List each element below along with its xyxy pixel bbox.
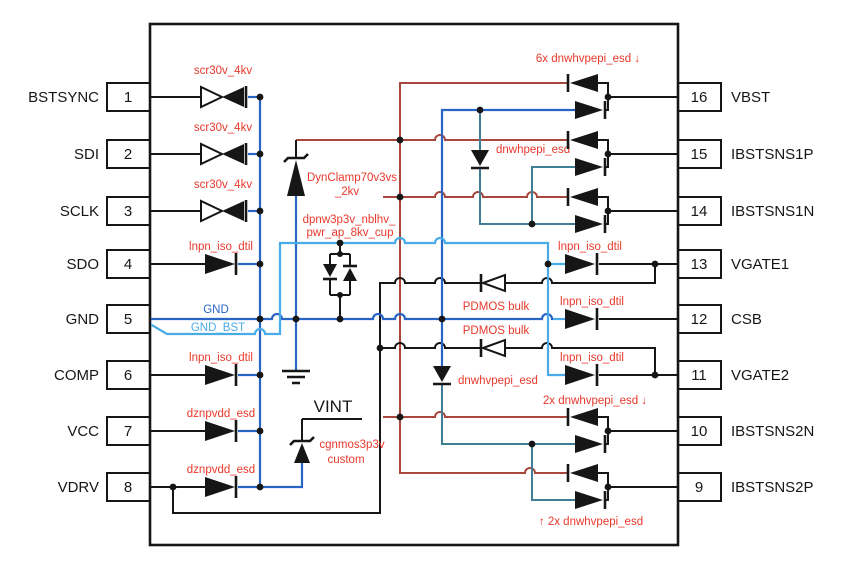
pin-label: SDO <box>66 256 99 273</box>
pin-number: 15 <box>691 146 708 163</box>
pin-label: CSB <box>731 311 762 328</box>
pin-label: IBSTSNS2N <box>731 423 814 440</box>
pin-number: 10 <box>691 423 708 440</box>
pin-6-comp: COMP 6 lnpn_iso_dtil <box>54 352 260 390</box>
dpnw-label-2: pwr_ap_8kv_cup <box>307 227 394 239</box>
pin-number: 12 <box>691 311 708 328</box>
dnwhvpepi-center-label: dnwhvpepi_esd <box>458 375 538 387</box>
gnd-bst-net-label: GND_BST <box>191 322 245 334</box>
pin-9-diode-pair: ↑ 2x dnwhvpepi_esd <box>539 464 678 528</box>
pin-14-diode-pair <box>566 188 678 233</box>
pin-label: GND <box>66 311 100 328</box>
pin-11-vgate2: 11 VGATE2 <box>677 360 789 390</box>
gnd-net-label: GND <box>203 304 229 316</box>
dpnw-label-1: dpnw3p3v_nblhv_ <box>303 214 396 226</box>
pin-14-ibstsns1n: 14 IBSTSNS1N <box>677 196 814 226</box>
junction-dots <box>169 93 659 491</box>
pin-label: VBST <box>731 89 770 106</box>
pin-15-ibstsns1p: 15 IBSTSNS1P <box>677 139 814 169</box>
pin-10-ibstsns2n: 10 IBSTSNS2N <box>677 416 814 446</box>
device-label: lnpn_iso_dtil <box>558 241 622 253</box>
device-label: lnpn_iso_dtil <box>189 352 253 364</box>
pin-8-vdrv: VDRV 8 dznpvdd_esd <box>58 464 260 502</box>
dpnw-device: dpnw3p3v_nblhv_ pwr_ap_8kv_cup <box>303 214 396 319</box>
pin-9-ibstsns2p: 9 IBSTSNS2P <box>677 472 814 502</box>
pin-number: 6 <box>124 367 132 384</box>
pin-number: 4 <box>124 256 132 273</box>
pin-15-diode-pair <box>566 131 678 176</box>
ic-boundary-box <box>148 22 680 547</box>
device-label: scr30v_4kv <box>194 179 252 191</box>
pin-label: SDI <box>74 146 99 163</box>
pin-4-sdo: SDO 4 lnpn_iso_dtil <box>66 241 260 279</box>
pdmos-bulk-bottom-device: PDMOS bulk <box>463 325 530 358</box>
pin-number: 16 <box>691 89 708 106</box>
pin-number: 2 <box>124 146 132 163</box>
pin-number: 3 <box>124 203 132 220</box>
device-label: scr30v_4kv <box>194 122 252 134</box>
right-pin-boxes: 16 VBST 15 IBSTSNS1P 14 IBSTSNS1N 13 VGA… <box>677 82 814 502</box>
pin-16-vbst: 16 VBST <box>677 82 770 112</box>
pin-number: 1 <box>124 89 132 106</box>
cgnmos-label-2: custom <box>327 454 364 466</box>
pin-label: BSTSYNC <box>28 89 99 106</box>
gnd-wires <box>150 97 575 489</box>
device-label: scr30v_4kv <box>194 65 252 77</box>
pin-label: SCLK <box>60 203 99 220</box>
vint-label: VINT <box>314 397 353 416</box>
dnwhvpepi-center-device: dnwhvpepi_esd <box>433 366 538 387</box>
device-label: lnpn_iso_dtil <box>560 296 624 308</box>
pin-number: 7 <box>124 423 132 440</box>
vint-cgnmos-device: VINT cgnmos3p3v custom <box>289 397 385 466</box>
pin-number: 13 <box>691 256 708 273</box>
esd-2x-bottom-label: ↑ 2x dnwhvpepi_esd <box>539 516 643 528</box>
pin-label: VCC <box>67 423 99 440</box>
device-label: dznpvdd_esd <box>187 408 255 420</box>
dynclamp-device: DynClamp70v3vs _2kv <box>283 140 397 198</box>
pdmos-top-label: PDMOS bulk <box>463 301 530 313</box>
pin-label: COMP <box>54 367 99 384</box>
esd-6x-label: 6x dnwhvpepi_esd ↓ <box>536 53 640 65</box>
pin-label: IBSTSNS1P <box>731 146 814 163</box>
pin-label: VDRV <box>58 479 99 496</box>
pin-5-gnd: GND 5 GND GND_BST <box>66 304 245 334</box>
dynclamp-label-2: _2kv <box>334 186 360 198</box>
cgnmos-label-1: cgnmos3p3v <box>319 439 384 451</box>
pin-number: 11 <box>691 367 707 384</box>
device-label: lnpn_iso_dtil <box>189 241 253 253</box>
pin-label: IBSTSNS2P <box>731 479 814 496</box>
device-label: lnpn_iso_dtil <box>560 352 624 364</box>
pin-number: 9 <box>695 479 703 496</box>
dynclamp-label-1: DynClamp70v3vs <box>307 172 397 184</box>
pin-11-lnpn-device: lnpn_iso_dtil <box>560 352 678 386</box>
dnwhpepi-label: dnwhpepi_esd <box>496 144 570 156</box>
device-label: dznpvdd_esd <box>187 464 255 476</box>
pin-label: VGATE1 <box>731 256 789 273</box>
pin-label: VGATE2 <box>731 367 789 384</box>
pin-number: 5 <box>124 311 132 328</box>
pin-10-diode-pair: 2x dnwhvpepi_esd ↓ <box>543 395 678 453</box>
pin-1-bstsync: BSTSYNC 1 scr30v_4kv <box>28 65 260 112</box>
pdmos-bulk-top-device: PDMOS bulk <box>463 273 530 313</box>
pin-3-sclk: SCLK 3 scr30v_4kv <box>60 179 260 226</box>
pin-16-diode-pair: 6x dnwhvpepi_esd ↓ <box>536 53 678 119</box>
pin-number: 14 <box>691 203 708 220</box>
esd-2x-top-label: 2x dnwhvpepi_esd ↓ <box>543 395 647 407</box>
pin-number: 8 <box>124 479 132 496</box>
pin-7-vcc: VCC 7 dznpvdd_esd <box>67 408 260 446</box>
dnwhpepi-device: dnwhpepi_esd <box>471 144 570 170</box>
pin-label: IBSTSNS1N <box>731 203 814 220</box>
pin-12-lnpn-device: lnpn_iso_dtil <box>560 296 678 330</box>
pin-13-vgate1: 13 VGATE1 <box>677 249 789 279</box>
ground-symbol <box>282 369 310 385</box>
pin-12-csb: 12 CSB <box>677 304 762 334</box>
pdmos-bottom-label: PDMOS bulk <box>463 325 530 337</box>
pin-13-lnpn-device: lnpn_iso_dtil <box>558 241 678 275</box>
pin-2-sdi: SDI 2 scr30v_4kv <box>74 122 260 169</box>
